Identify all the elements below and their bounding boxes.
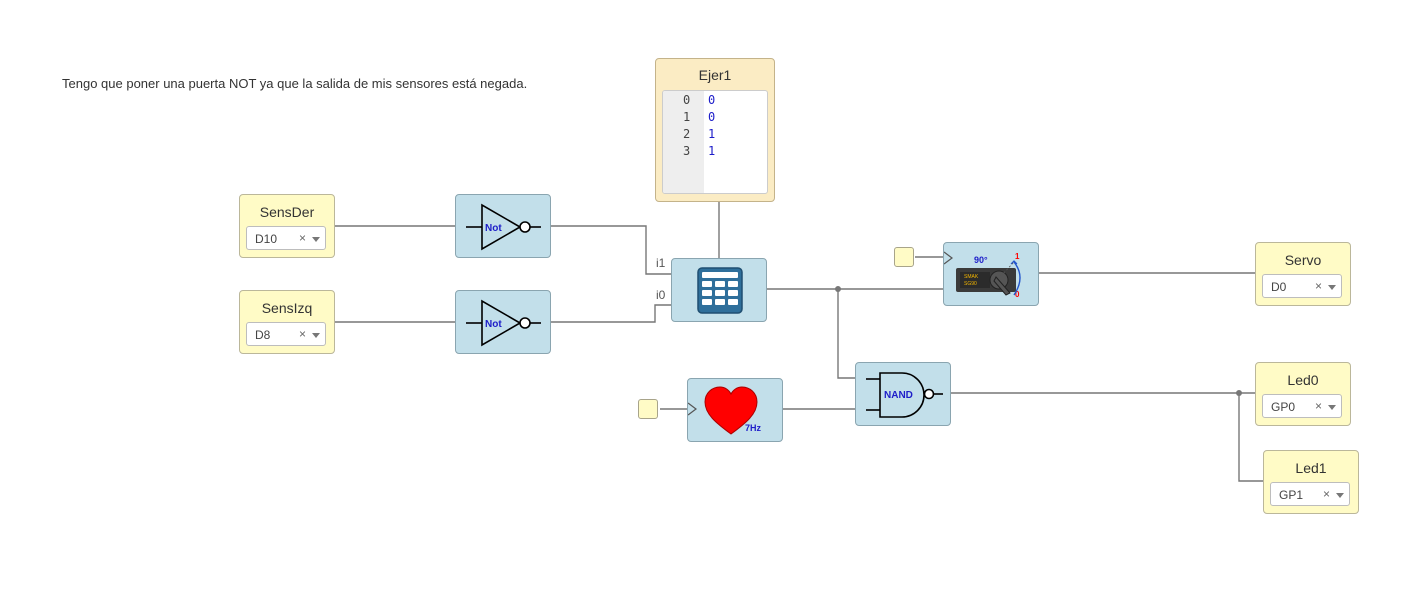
servo-block[interactable]: 90° 1 0 SMAK SG90	[943, 242, 1039, 306]
output-block-servo[interactable]: Servo D0 ×	[1255, 242, 1351, 306]
row-index: 2	[683, 127, 691, 141]
input-title: SensIzq	[261, 300, 313, 316]
servo-top-mark: 1	[1015, 252, 1020, 261]
pin-value: D8	[255, 328, 271, 342]
pin-value: D10	[255, 232, 278, 246]
pin-select[interactable]: D10 ×	[246, 226, 326, 250]
servo-body-text: SG90	[964, 281, 977, 287]
port-label-i1: i1	[656, 256, 666, 270]
input-block-sensizq[interactable]: SensIzq D8 ×	[239, 290, 335, 354]
table-editor[interactable]: 0 0 1 0 2 1 3 1	[662, 90, 768, 194]
chevron-down-icon[interactable]	[1328, 405, 1336, 410]
port-label-i0: i0	[656, 288, 666, 302]
not-gate-icon: Not	[466, 299, 541, 347]
chevron-down-icon[interactable]	[1328, 285, 1336, 290]
clear-icon[interactable]: ×	[1315, 399, 1323, 413]
chevron-down-icon[interactable]	[312, 333, 320, 338]
pin-select[interactable]: D0 ×	[1262, 274, 1342, 298]
row-value: 0	[708, 93, 716, 107]
pin-value: GP0	[1271, 400, 1296, 414]
heart-icon: 7Hz	[688, 386, 762, 435]
servo-icon: 90° 1 0 SMAK SG90	[944, 251, 1021, 299]
pin-value: GP1	[1279, 488, 1304, 502]
pin-select[interactable]: GP0 ×	[1262, 394, 1342, 418]
clear-icon[interactable]: ×	[1315, 279, 1323, 293]
output-block-led0[interactable]: Led0 GP0 ×	[1255, 362, 1351, 426]
clear-icon[interactable]: ×	[299, 327, 307, 341]
clear-icon[interactable]: ×	[1323, 487, 1331, 501]
not-gate-icon: Not	[466, 203, 541, 251]
output-title: Servo	[1284, 252, 1322, 268]
input-block-sensder[interactable]: SensDer D10 ×	[239, 194, 335, 258]
row-value: 1	[708, 144, 716, 158]
output-block-led1[interactable]: Led1 GP1 ×	[1263, 450, 1359, 514]
chevron-down-icon[interactable]	[1336, 493, 1344, 498]
not-label: Not	[485, 223, 502, 234]
table-block-ejer1[interactable]: Ejer1 0 0 1 0 2 1 3 1	[655, 58, 775, 202]
servo-angle-label: 90°	[974, 255, 988, 265]
table-gutter	[663, 91, 704, 193]
pin-select[interactable]: GP1 ×	[1270, 482, 1350, 506]
output-title: Led1	[1295, 460, 1327, 476]
comment-text: Tengo que poner una puerta NOT ya que la…	[62, 76, 528, 91]
servo-bottom-mark: 0	[1015, 290, 1020, 299]
row-value: 0	[708, 110, 716, 124]
truth-table-icon	[697, 267, 743, 314]
nand-gate-block[interactable]: NAND	[855, 362, 951, 426]
heartbeat-block[interactable]: 7Hz	[687, 378, 783, 442]
servo-constant-input[interactable]	[894, 247, 914, 267]
row-value: 1	[708, 127, 716, 141]
heart-constant-input[interactable]	[638, 399, 658, 419]
not-gate-block-1[interactable]: Not	[455, 194, 551, 258]
truth-table-block[interactable]	[671, 258, 767, 322]
table-title: Ejer1	[698, 67, 732, 83]
pin-select[interactable]: D8 ×	[246, 322, 326, 346]
nand-gate-icon: NAND	[866, 372, 943, 418]
not-label: Not	[485, 319, 502, 330]
heart-frequency-label: 7Hz	[745, 423, 762, 433]
row-index: 3	[683, 144, 691, 158]
pin-value: D0	[1271, 280, 1287, 294]
not-gate-block-2[interactable]: Not	[455, 290, 551, 354]
row-index: 0	[683, 93, 691, 107]
output-title: Led0	[1287, 372, 1319, 388]
row-index: 1	[683, 110, 691, 124]
input-title: SensDer	[259, 204, 315, 220]
chevron-down-icon[interactable]	[312, 237, 320, 242]
nand-label: NAND	[884, 390, 913, 401]
servo-body-text: SMAK	[964, 274, 979, 280]
clear-icon[interactable]: ×	[299, 231, 307, 245]
